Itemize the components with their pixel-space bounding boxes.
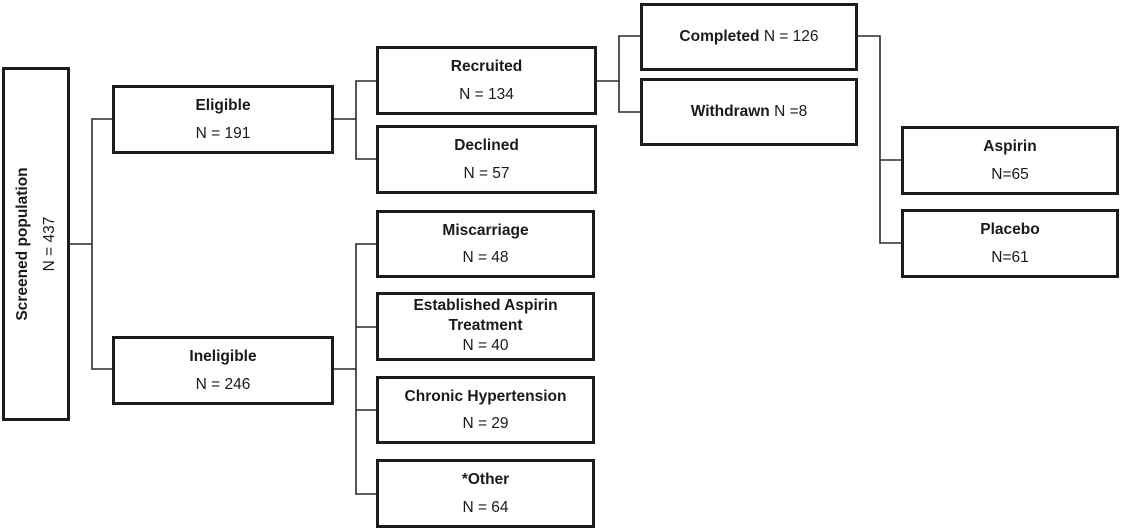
- placebo-box: Placebo N=61: [901, 209, 1119, 278]
- other-box: *Other N = 64: [376, 459, 595, 528]
- connector-eligible-branch: [355, 80, 376, 160]
- withdrawn-label: Withdrawn: [690, 103, 770, 121]
- aspirin-box: Aspirin N=65: [901, 126, 1119, 195]
- screened-population-text: Screened population N = 437: [9, 167, 63, 320]
- eligible-count: N = 191: [195, 124, 251, 142]
- miscarriage-box: Miscarriage N = 48: [376, 210, 595, 278]
- chronic-hypertension-box: Chronic Hypertension N = 29: [376, 376, 595, 444]
- ineligible-label: Ineligible: [189, 348, 257, 366]
- miscarriage-label: Miscarriage: [442, 221, 529, 239]
- declined-count: N = 57: [463, 164, 510, 182]
- other-label: *Other: [461, 471, 510, 489]
- screened-population-label: Screened population: [13, 167, 31, 321]
- connector-screened-branch: [91, 118, 112, 370]
- recruited-label: Recruited: [450, 58, 523, 76]
- placebo-label: Placebo: [980, 221, 1040, 239]
- placebo-count: N=61: [991, 248, 1029, 266]
- withdrawn-count: N =8: [774, 103, 808, 121]
- ineligible-box: Ineligible N = 246: [112, 336, 334, 405]
- connector-completed-branch: [858, 35, 901, 244]
- connector-recruited-branch: [618, 35, 640, 113]
- established-aspirin-label-line1: Established Aspirin: [413, 296, 558, 314]
- established-aspirin-box: Established Aspirin Treatment N = 40: [376, 292, 595, 361]
- eligible-label: Eligible: [195, 97, 251, 115]
- withdrawn-box: Withdrawn N =8: [640, 78, 858, 146]
- declined-label: Declined: [454, 137, 519, 155]
- other-count: N = 64: [462, 498, 509, 516]
- chronic-hypertension-count: N = 29: [462, 415, 509, 432]
- recruited-count: N = 134: [459, 85, 514, 103]
- completed-box: Completed N = 126: [640, 3, 858, 71]
- established-aspirin-count: N = 40: [462, 336, 509, 354]
- completed-line: Completed N = 126: [679, 23, 818, 50]
- aspirin-count: N=65: [991, 165, 1029, 183]
- declined-box: Declined N = 57: [376, 125, 597, 194]
- aspirin-label: Aspirin: [983, 138, 1037, 156]
- ineligible-count: N = 246: [195, 375, 251, 393]
- chronic-hypertension-label: Chronic Hypertension: [404, 387, 567, 405]
- miscarriage-count: N = 48: [462, 249, 509, 266]
- established-aspirin-label-line2: Treatment: [448, 316, 523, 334]
- connector-ineligible-branch: [355, 243, 376, 495]
- eligible-box: Eligible N = 191: [112, 85, 334, 154]
- completed-count: N = 126: [763, 28, 819, 46]
- recruited-box: Recruited N = 134: [376, 46, 597, 115]
- screened-population-count: N = 437: [41, 216, 58, 272]
- completed-label: Completed: [679, 28, 760, 46]
- withdrawn-line: Withdrawn N =8: [691, 98, 808, 125]
- screened-population-box: Screened population N = 437: [2, 67, 70, 421]
